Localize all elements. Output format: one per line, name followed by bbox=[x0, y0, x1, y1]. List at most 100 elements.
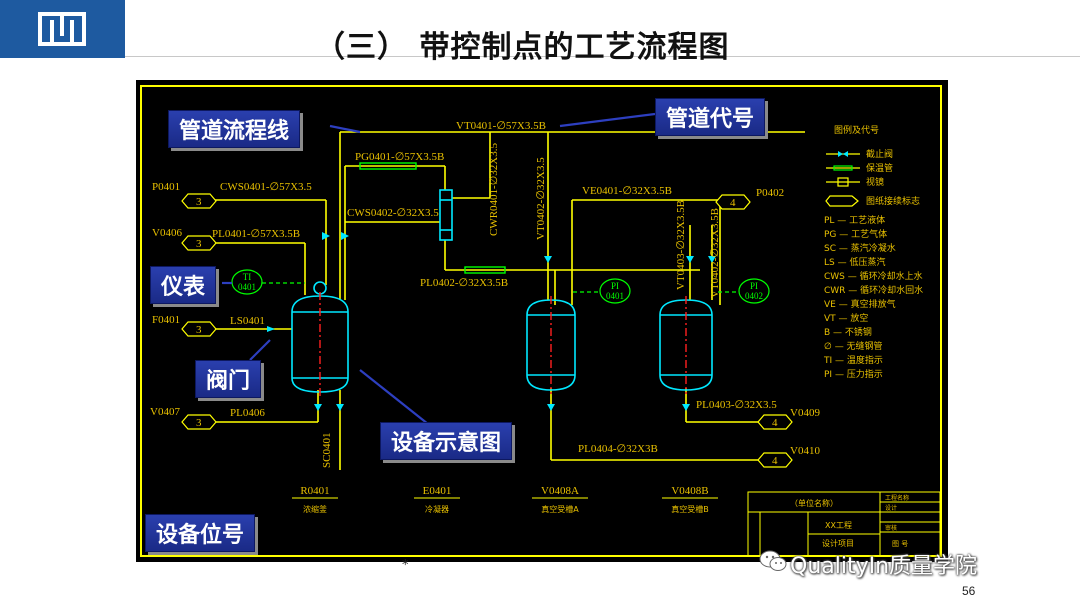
pipe-label: PL0404-∅32X3B bbox=[578, 443, 658, 455]
legend-symbol-label: 图纸接续标志 bbox=[866, 195, 920, 207]
equipment-vessels bbox=[291, 189, 713, 393]
legend-code: PL — 工艺液体 bbox=[824, 214, 885, 226]
pipe-label: PL0401-∅57X3.5B bbox=[212, 228, 300, 240]
flag-number: 4 bbox=[772, 417, 778, 429]
callout-pointers bbox=[222, 112, 656, 425]
equipment-tag: R0401 bbox=[300, 485, 329, 497]
callout-equipment-tag: 设备位号 bbox=[145, 514, 256, 552]
title-block-cell: 审核 bbox=[885, 524, 897, 532]
instrument-tag: PI bbox=[750, 281, 758, 291]
equipment-tag: V0408B bbox=[671, 485, 708, 497]
flag-number: 4 bbox=[730, 197, 736, 209]
flag-p0402 bbox=[715, 194, 751, 210]
connection-label: P0402 bbox=[756, 187, 784, 199]
equipment-tag: V0408A bbox=[541, 485, 579, 497]
pipe-label: PL0403-∅32X3.5 bbox=[696, 399, 777, 411]
wechat-icon bbox=[759, 550, 787, 571]
instrument-tag: PI bbox=[611, 281, 619, 291]
pipe-label: CWS0402-∅32X3.5 bbox=[347, 207, 439, 219]
equipment-name: 真空受槽A bbox=[541, 504, 579, 514]
title-block-text: （单位名称） XX工程 设计项目 工程名称 设计 审核 图 号 bbox=[790, 494, 909, 548]
watermark: QualityIn质量学院 bbox=[790, 554, 978, 579]
connection-label: V0407 bbox=[150, 406, 180, 418]
pipe-label: CWS0401-∅57X3.5 bbox=[220, 181, 312, 193]
instrument-number: 0401 bbox=[238, 282, 256, 292]
legend-symbol-label: 截止阀 bbox=[866, 148, 893, 160]
title-block-drawing: 设计项目 bbox=[822, 538, 854, 548]
connection-label: V0406 bbox=[152, 227, 182, 239]
equipment-names: 浓缩釜 冷凝器 真空受槽A 真空受槽B bbox=[303, 504, 709, 514]
pipe-label: CWR0401-∅32X3.5 bbox=[488, 143, 500, 236]
instrument-number: 0402 bbox=[745, 291, 763, 301]
cad-background bbox=[136, 80, 948, 562]
valve-symbols bbox=[267, 232, 716, 411]
instrument-pi0401 bbox=[599, 278, 631, 304]
pipe-label: PL0402-∅32X3.5B bbox=[420, 277, 508, 289]
valve-icon bbox=[322, 232, 330, 240]
logo bbox=[0, 0, 125, 58]
title-block-cell: 设计 bbox=[885, 504, 897, 512]
title-block-project: XX工程 bbox=[825, 521, 852, 530]
legend-code: TI — 温度指示 bbox=[823, 354, 883, 366]
page-number: 56 bbox=[962, 584, 976, 598]
callout-valve: 阀门 bbox=[195, 360, 262, 398]
legend-code: SC — 蒸汽冷凝水 bbox=[824, 242, 896, 254]
center-lines bbox=[319, 292, 687, 398]
legend-title: 图例及代号 bbox=[834, 124, 879, 136]
drawing-frame bbox=[140, 85, 942, 557]
university-logo-icon bbox=[38, 12, 86, 46]
legend-code: PI — 压力指示 bbox=[824, 368, 883, 380]
legend-code: B — 不锈钢 bbox=[824, 326, 872, 338]
title-block-unit: （单位名称） bbox=[790, 498, 838, 508]
valve-icon bbox=[336, 404, 344, 411]
legend-symbol-label: 视镜 bbox=[866, 176, 884, 188]
valve-icon bbox=[682, 404, 690, 411]
pipe-label: LS0401 bbox=[230, 315, 265, 327]
instrument-tag: TI bbox=[243, 272, 252, 282]
callout-pipeline: 管道流程线 bbox=[168, 110, 301, 148]
legend-code: PG — 工艺气体 bbox=[824, 228, 887, 240]
instrument-pi0402 bbox=[738, 278, 770, 304]
legend-code: CWR — 循环冷却水回水 bbox=[824, 284, 923, 296]
flag-number: 3 bbox=[196, 417, 202, 429]
equipment-tags: R0401 E0401 V0408A V0408B bbox=[300, 485, 708, 497]
condenser-e0401 bbox=[439, 189, 453, 241]
pipe-label: VT0403-∅32X3.5B bbox=[675, 200, 687, 290]
pipe-labels: VT0401-∅57X3.5B PG0401-∅57X3.5B CWS0401-… bbox=[150, 120, 820, 468]
valve-icon bbox=[314, 404, 322, 411]
title-block-cell: 图 号 bbox=[892, 540, 908, 548]
instrument-number: 0401 bbox=[606, 291, 624, 301]
equipment-name: 真空受槽B bbox=[671, 504, 709, 514]
pipe-label: VT0402-∅32X3.5B bbox=[709, 208, 721, 298]
equipment-tag: E0401 bbox=[423, 485, 452, 497]
connection-label: P0401 bbox=[152, 181, 180, 193]
legend-code: ∅ — 无缝钢管 bbox=[824, 340, 883, 352]
pipe-label: VT0402-∅32X3.5 bbox=[535, 157, 547, 240]
flag-v0410 bbox=[757, 452, 793, 468]
instrument-labels: TI 0401 PI 0401 PI 0402 bbox=[238, 272, 763, 301]
footnote-mark: * bbox=[402, 558, 409, 573]
valve-icon bbox=[686, 256, 694, 263]
page-title: （三） 带控制点的工艺流程图 bbox=[315, 30, 730, 65]
pipe-label: PG0401-∅57X3.5B bbox=[355, 151, 444, 163]
title-block bbox=[747, 491, 941, 557]
flag-number: 3 bbox=[196, 196, 202, 208]
legend: 图例及代号 截止阀 保温管 视镜 图纸接续标志 PL — 工艺液体 PG — 工… bbox=[823, 124, 923, 380]
equipment-name: 冷凝器 bbox=[425, 504, 449, 514]
valve-icon bbox=[708, 256, 716, 263]
valve-icon bbox=[267, 326, 275, 332]
legend-code: CWS — 循环冷却水上水 bbox=[824, 270, 923, 282]
pipe-label: VT0401-∅57X3.5B bbox=[456, 120, 546, 132]
valve-icon bbox=[547, 404, 555, 411]
valve-icon bbox=[544, 256, 552, 263]
flag-number: 4 bbox=[772, 455, 778, 467]
callout-equipment-sketch: 设备示意图 bbox=[380, 422, 513, 460]
flag-v0407 bbox=[181, 414, 217, 430]
flag-p0401 bbox=[181, 193, 217, 209]
pipe-label: VE0401-∅32X3.5B bbox=[582, 185, 672, 197]
signal-lines bbox=[262, 282, 740, 293]
pipe-label: PL0406 bbox=[230, 407, 265, 419]
callout-pipe-code: 管道代号 bbox=[655, 98, 766, 136]
flag-number: 3 bbox=[196, 324, 202, 336]
